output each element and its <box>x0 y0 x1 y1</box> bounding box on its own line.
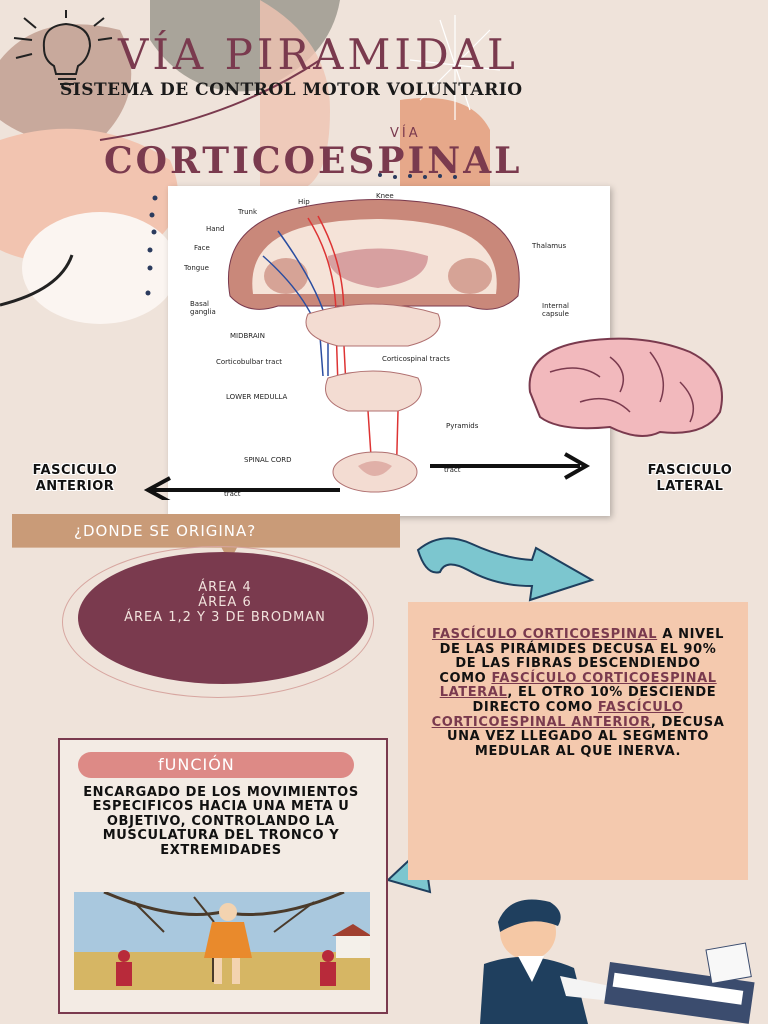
info-term-anterior: FASCÍCULO CORTICOESPINAL ANTERIOR <box>431 699 684 730</box>
function-photo <box>74 892 370 990</box>
label-trunk: Trunk <box>237 208 258 216</box>
photo-scene <box>74 892 370 990</box>
origin-circle <box>78 552 368 684</box>
label-hip: Hip <box>298 198 310 206</box>
function-pill <box>78 752 354 778</box>
lightbulb-icon <box>13 10 113 85</box>
label-tract-right: tract <box>444 466 461 474</box>
diagram-figure: Hip Knee Trunk Hand Face Tongue Basal ga… <box>183 192 569 498</box>
info-text: FASCÍCULO CORTICOESPINAL A NIVEL DE LAS … <box>430 627 726 759</box>
label-lower-medulla: LOWER MEDULLA <box>226 393 288 401</box>
label-basal: Basal <box>190 300 209 308</box>
fasciculo-anterior-line1: FASCICULO <box>32 463 118 478</box>
label-midbrain: MIDBRAIN <box>230 332 265 340</box>
label-corticobulbar: Corticobulbar tract <box>216 358 282 366</box>
origin-area-2: ÁREA 6 <box>198 595 252 610</box>
info-text-part2: , EL OTRO 10% DESCIENDE DIRECTO COMO <box>472 685 717 715</box>
info-term-corticoespinal: FASCÍCULO CORTICOESPINAL <box>431 627 658 642</box>
fasciculo-lateral-line2: LATERAL <box>656 479 724 494</box>
page-title: VÍA PIRAMIDAL <box>118 30 519 79</box>
corticospinal-diagram: Hip Knee Trunk Hand Face Tongue Basal ga… <box>168 186 610 516</box>
info-panel <box>408 602 748 880</box>
function-title: fUNCIÓN <box>158 755 235 774</box>
fasciculo-arrows <box>143 452 591 500</box>
label-capsule: capsule <box>542 310 569 318</box>
label-knee: Knee <box>376 192 394 200</box>
label-hand: Hand <box>206 225 224 233</box>
fasciculo-anterior-line2: ANTERIOR <box>35 479 115 494</box>
label-tract-left: tract <box>224 490 241 498</box>
function-text: ENCARGADO DE LOS MOVIMIENTOS ESPECIFICOS… <box>83 785 359 858</box>
label-internal: Internal <box>542 302 569 310</box>
label-tongue: Tongue <box>183 264 209 272</box>
via-label: VÍA <box>390 126 421 141</box>
label-pyramids: Pyramids <box>446 422 479 430</box>
label-thalamus: Thalamus <box>531 242 566 250</box>
info-term-lateral: FASCÍCULO CORTICOESPINAL LATERAL <box>439 670 717 701</box>
label-ganglia: ganglia <box>190 308 216 316</box>
info-text-part1: A NIVEL DE LAS PIRÁMIDES DECUSA EL 90% D… <box>439 627 725 686</box>
brain-illustration <box>528 337 723 437</box>
page-subtitle: SISTEMA DE CONTROL MOTOR VOLUNTARIO <box>60 80 523 100</box>
label-face: Face <box>194 244 210 252</box>
origin-ring <box>62 546 374 698</box>
pathway-title: CORTICOESPINAL <box>104 140 523 182</box>
origin-area-1: ÁREA 4 <box>198 580 252 595</box>
fasciculo-lateral-label: FASCICULO LATERAL <box>622 463 758 495</box>
label-spinal-cord: SPINAL CORD <box>244 456 292 464</box>
fasciculo-anterior-label: FASCICULO ANTERIOR <box>12 463 138 495</box>
origin-question: ¿DONDE SE ORIGINA? <box>74 522 257 540</box>
info-text-part3: , DECUSA UNA VEZ LLEGADO AL SEGMENTO MED… <box>446 714 725 759</box>
origin-area-3: ÁREA 1,2 Y 3 DE BRODMAN <box>124 610 326 625</box>
piano-player-illustration <box>480 899 755 1024</box>
origin-areas: ÁREA 4 ÁREA 6 ÁREA 1,2 Y 3 DE BRODMAN <box>90 580 360 625</box>
fasciculo-lateral-line1: FASCICULO <box>647 463 733 478</box>
curly-arrow-top-icon <box>416 537 595 602</box>
label-corticospinal: Corticospinal tracts <box>382 355 450 363</box>
